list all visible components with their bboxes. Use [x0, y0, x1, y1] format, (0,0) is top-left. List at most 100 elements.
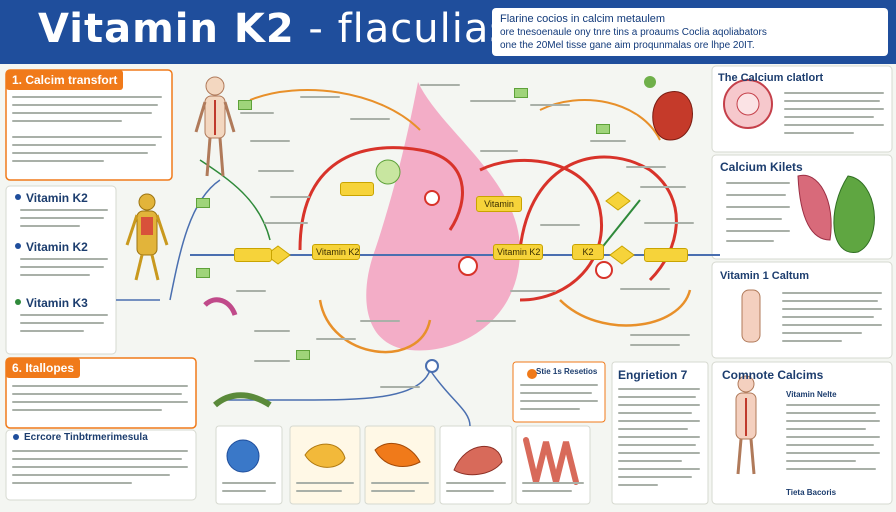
- pathway-orange-bottom: [318, 299, 432, 354]
- yellow-tag: [644, 248, 688, 262]
- label-line: [316, 338, 356, 340]
- text-line: [782, 300, 878, 302]
- subtitle-line-1: Flarine cocios in calcim metaulem: [500, 13, 666, 25]
- subtitle-line-3: one the 20Mel tisse gane aim proqunmalas…: [500, 40, 755, 51]
- text-line: [20, 274, 90, 276]
- label-line: [300, 96, 340, 98]
- text-line: [20, 266, 104, 268]
- text-line: [520, 400, 598, 402]
- text-line: [782, 340, 842, 342]
- text-line: [12, 112, 152, 114]
- right-panel-4-item-1: Vitamin Nelte: [786, 390, 837, 399]
- leaf-icon: [644, 76, 656, 88]
- diamond-marker-3: [605, 191, 631, 211]
- text-line: [786, 428, 866, 430]
- text-line: [20, 209, 108, 211]
- yellow-tag: [340, 182, 374, 196]
- text-line: [726, 194, 786, 196]
- green-tag: [596, 124, 610, 134]
- label-line: [350, 118, 390, 120]
- text-line: [12, 393, 182, 395]
- pathway-orange-top: [249, 89, 421, 131]
- label-line: [250, 140, 290, 142]
- text-line: [618, 396, 696, 398]
- text-line: [222, 482, 276, 484]
- text-line: [20, 217, 104, 219]
- arm-figure: [741, 289, 761, 343]
- text-line: [618, 484, 658, 486]
- text-line: [12, 458, 182, 460]
- organ-orange: [374, 442, 421, 467]
- bullet-dot-1: [15, 194, 21, 200]
- label-line: [540, 224, 580, 226]
- text-line: [784, 116, 874, 118]
- right-panel-3-title: Vitamin 1 Caltum: [720, 270, 810, 282]
- icon-circle-1: [375, 159, 401, 185]
- text-line: [12, 401, 188, 403]
- text-line: [12, 144, 156, 146]
- icon-circle-2: [424, 190, 440, 206]
- text-line: [520, 408, 580, 410]
- text-line: [12, 450, 188, 452]
- text-line: [618, 420, 700, 422]
- text-line: [20, 314, 108, 316]
- text-line: [786, 444, 874, 446]
- liver-shape: [453, 446, 503, 476]
- golden-body-figure: [125, 193, 169, 281]
- text-line: [371, 490, 415, 492]
- green-organ: [833, 175, 875, 253]
- bone-core: [736, 92, 760, 116]
- tissue-shape: [523, 437, 579, 485]
- bullet-dot-2: [15, 243, 21, 249]
- text-line: [522, 490, 572, 492]
- icon-circle-4: [595, 261, 613, 279]
- text-line: [12, 409, 162, 411]
- node-k2-right: K2: [572, 244, 604, 260]
- bullet-dot-3: [15, 299, 21, 305]
- text-line: [522, 482, 584, 484]
- pathway-blue-low: [220, 369, 431, 401]
- text-line: [520, 392, 592, 394]
- text-line: [12, 482, 132, 484]
- text-line: [782, 316, 874, 318]
- text-line: [618, 412, 692, 414]
- plant-sprig: [213, 392, 272, 408]
- pathway-blue-down: [429, 369, 471, 427]
- node-vitamin-k2-left: Vitamin K2: [312, 244, 360, 260]
- text-line: [786, 468, 876, 470]
- right-panel-4-title: Comnote Calcims: [722, 368, 824, 382]
- label-line: [590, 140, 626, 142]
- page-title: Vitamin K2 - flaculias: [38, 6, 511, 52]
- text-line: [726, 206, 790, 208]
- text-line: [618, 428, 688, 430]
- text-line: [784, 124, 884, 126]
- vitamin-heading-c: Vitamin K3: [26, 296, 88, 310]
- text-line: [784, 100, 880, 102]
- diamond-marker-2: [609, 245, 635, 265]
- section-heading-1: 1. Calcim transfort: [6, 70, 124, 90]
- text-line: [618, 468, 700, 470]
- text-line: [782, 308, 882, 310]
- text-line: [446, 490, 494, 492]
- center-note-title: Stie 1s Resetios: [536, 367, 598, 376]
- right-panel-2-title: Calcium Kilets: [720, 160, 803, 174]
- label-line: [626, 166, 666, 168]
- text-line: [12, 474, 170, 476]
- text-line: [618, 452, 700, 454]
- text-line: [782, 332, 862, 334]
- text-line: [12, 385, 188, 387]
- icon-circle-5: [425, 359, 439, 373]
- label-line: [630, 344, 680, 346]
- label-line: [380, 386, 420, 388]
- text-line: [786, 420, 880, 422]
- label-line: [530, 104, 570, 106]
- label-line: [620, 288, 670, 290]
- right-panel-4-item-2: Tieta Bacoris: [786, 488, 837, 497]
- label-line: [236, 290, 266, 292]
- text-line: [20, 330, 84, 332]
- text-line: [12, 104, 158, 106]
- text-line: [12, 136, 162, 138]
- text-line: [784, 132, 854, 134]
- node-vitamin-k2-center: Vitamin K2: [493, 244, 543, 260]
- text-line: [726, 218, 782, 220]
